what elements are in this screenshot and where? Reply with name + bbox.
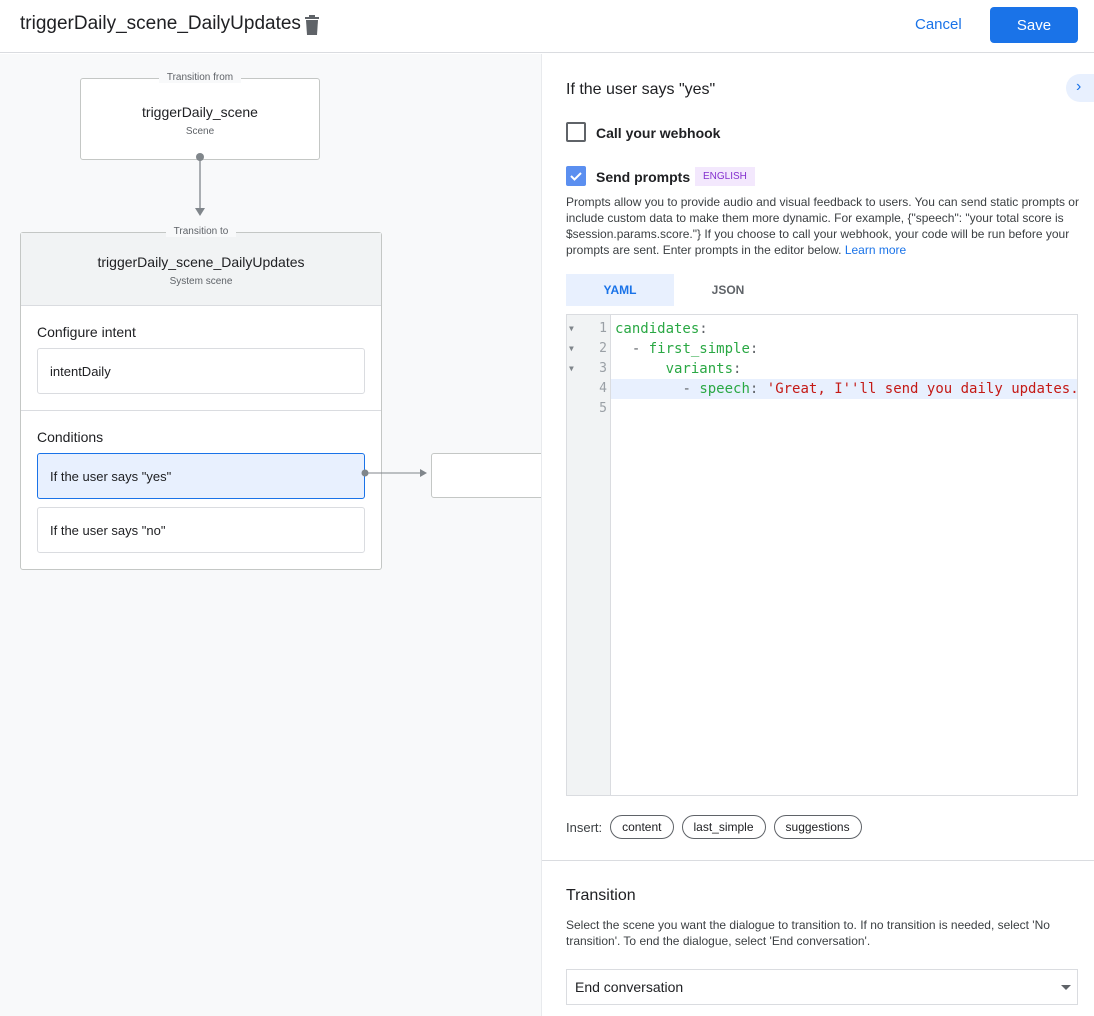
transition-title: Transition bbox=[566, 887, 636, 904]
webhook-label: Call your webhook bbox=[596, 125, 721, 141]
prompts-checkbox[interactable] bbox=[566, 166, 586, 186]
scene-canvas: Transition from triggerDaily_scene Scene… bbox=[0, 54, 542, 1016]
language-badge: ENGLISH bbox=[695, 167, 755, 186]
transition-from-label: Transition from bbox=[158, 72, 242, 83]
transition-select[interactable]: End conversation bbox=[566, 969, 1078, 1005]
insert-bar: Insert: content last_simple suggestions bbox=[566, 815, 862, 839]
transition-from-node[interactable]: Transition from triggerDaily_scene Scene bbox=[80, 72, 320, 160]
save-button[interactable]: Save bbox=[990, 7, 1078, 43]
to-scene-name: triggerDaily_scene_DailyUpdates bbox=[97, 254, 305, 270]
fold-icon[interactable]: ▼ bbox=[569, 344, 574, 353]
transition-to-node: Transition to triggerDaily_scene_DailyUp… bbox=[20, 226, 382, 570]
dropdown-arrow-icon bbox=[1061, 985, 1071, 990]
fold-icon[interactable]: ▼ bbox=[569, 364, 574, 373]
condition-no[interactable]: If the user says "no" bbox=[37, 507, 365, 553]
cancel-button[interactable]: Cancel bbox=[904, 16, 973, 33]
prompts-label: Send prompts bbox=[596, 169, 691, 185]
chip-content[interactable]: content bbox=[610, 815, 674, 839]
chevron-right-icon[interactable]: › bbox=[1066, 74, 1094, 102]
chip-suggestions[interactable]: suggestions bbox=[773, 815, 862, 839]
prompts-description: Prompts allow you to provide audio and v… bbox=[566, 194, 1086, 258]
connector-arrow bbox=[195, 153, 205, 216]
conditions-title: Conditions bbox=[37, 429, 104, 445]
check-icon bbox=[570, 172, 582, 181]
to-scene-type: System scene bbox=[169, 276, 233, 287]
condition-panel: If the user says "yes" › Call your webho… bbox=[542, 54, 1094, 1016]
divider bbox=[542, 860, 1094, 861]
from-scene-name: triggerDaily_scene bbox=[142, 104, 258, 120]
transition-to-label: Transition to bbox=[165, 226, 237, 237]
intent-item[interactable]: intentDaily bbox=[37, 348, 365, 394]
from-scene-type: Scene bbox=[185, 126, 215, 137]
tab-json[interactable]: JSON bbox=[711, 283, 745, 297]
condition-yes[interactable]: If the user says "yes" bbox=[37, 453, 365, 499]
insert-label: Insert: bbox=[566, 819, 603, 835]
panel-title: If the user says "yes" bbox=[566, 81, 716, 98]
learn-more-link[interactable]: Learn more bbox=[844, 243, 907, 257]
fold-icon[interactable]: ▼ bbox=[569, 324, 574, 333]
transition-description: Select the scene you want the dialogue t… bbox=[566, 918, 1050, 948]
tab-yaml[interactable]: YAML bbox=[566, 274, 674, 306]
chip-last-simple[interactable]: last_simple bbox=[681, 815, 766, 839]
condition-connector bbox=[361, 469, 427, 477]
target-scene-node[interactable] bbox=[431, 453, 541, 498]
description-text: Prompts allow you to provide audio and v… bbox=[566, 195, 1079, 257]
page-title: triggerDaily_scene_DailyUpdates bbox=[20, 13, 301, 34]
top-bar: triggerDaily_scene_DailyUpdates Cancel S… bbox=[0, 0, 1094, 53]
configure-intent-title: Configure intent bbox=[37, 324, 136, 340]
transition-value: End conversation bbox=[575, 979, 684, 995]
webhook-checkbox[interactable] bbox=[566, 122, 586, 142]
trash-icon[interactable] bbox=[304, 15, 320, 35]
